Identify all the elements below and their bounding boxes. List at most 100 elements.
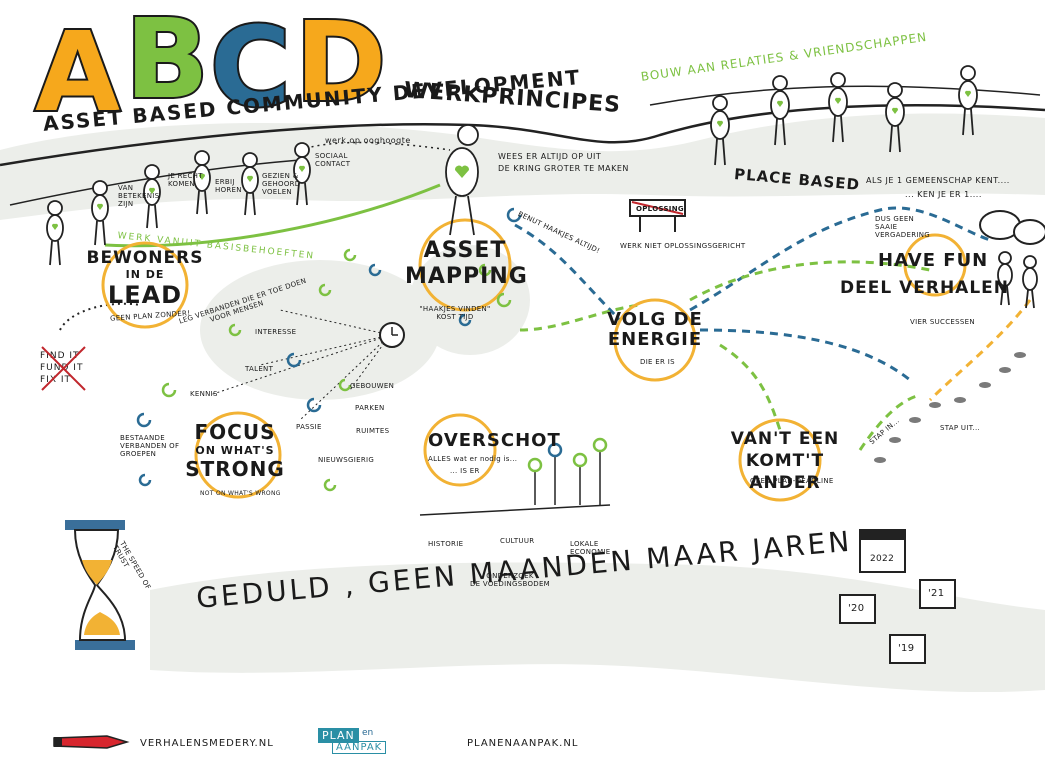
passie-label: PASSIE [296,423,322,431]
footer-site2[interactable]: PLANENAANPAK.NL [467,738,579,749]
letter-b: B [125,5,209,120]
asset-title: ASSET MAPPING [405,238,528,290]
green-dashed-path-4 [858,393,921,451]
year-20: '20 [848,603,865,614]
vier-text: VIER SUCCESSEN [910,318,975,326]
need-betekenis: VAN BETEKENIS ZIJN [118,184,160,208]
bewoners-line1: BEWONERS [86,248,204,268]
logo-en: en [362,728,374,738]
green-dashed-path-2 [689,260,931,302]
need-sociaal: SOCIAAL CONTACT [315,152,351,168]
saaie-text: DUS GEEN SAAIE VERGADERING [875,215,930,239]
asset-sub1: "HAAKJES VINDEN" [419,305,491,313]
vanteen-line2: KOMT'T ANDER [745,451,825,493]
letter-d: D [295,5,386,120]
onderzoek-text: ONDERZOEK DE VOEDINGSBODEM [455,572,565,588]
ruimtes-label: RUIMTES [356,427,390,435]
bottom-grey-band [150,562,1045,693]
circle-focus [194,411,282,499]
focus-line1: FOCUS [194,420,276,444]
circle-asset [418,218,512,312]
circle-fun [903,233,967,297]
kring-text-1: WEES ER ALTIJD OP UIT [498,152,602,161]
asset-sub2: KOST TIJD [436,313,474,321]
blue-dashed-path-3 [699,328,911,382]
overschot-line3: ... IS ER [450,467,480,475]
interesse-label: INTERESSE [255,328,297,336]
volg-title: VOLG DE ENERGIE [595,310,715,350]
abcd-title: A B C D [33,5,388,120]
people-line-right [649,85,1041,106]
speech-bubbles [979,210,1045,245]
need-gezien: GEZIEN & GEHOORD VOELEN [262,172,301,196]
nieuwsgierig-label: NIEUWSGIERIG [318,456,375,464]
find-it: FIND IT [40,351,80,361]
orange-dashed-path [928,299,1032,402]
year-19: '19 [898,643,915,654]
bewoners-line2: IN DE [125,268,165,281]
volg-sub: DIE ER IS [640,358,675,366]
logo-plan: PLAN [318,728,359,743]
focus-line3: STRONG [185,457,285,481]
lokale-label: LOKALE ECONOMIE [570,540,611,556]
oplossing-text: WERK NIET OPLOSSINGSGERICHT [620,242,746,250]
need-recht: JE RECHT KOMEN [168,172,203,188]
vanteen-title: VAN'T EEN KOMT'T ANDER [715,428,855,494]
onderzoek-line1: ONDERZOEK [486,572,534,580]
stap-uit-text: STAP UIT... [940,424,981,432]
fix-it: FIX IT [40,375,72,385]
logo-aanpak: AANPAK [332,741,387,754]
ooghoogte-text: werk op ooghoogte [325,136,411,145]
letter-c: C [210,5,291,120]
onderzoek-line2: DE VOEDINGSBODEM [469,580,551,588]
year-2022: 2022 [870,554,895,564]
footer-site1[interactable]: VERHALENSMEDERY.NL [140,738,274,749]
cultuur-label: CULTUUR [500,537,535,545]
asset-grey-blob [410,245,530,355]
year-cards [839,579,956,664]
fun-line1: HAVE FUN [878,250,989,271]
asset-line1: ASSET [423,238,507,263]
circle-vanteen [738,418,822,502]
vanteen-line1: VAN'T EEN [730,429,840,449]
kring-text-2: DE KRING GROTER TE MAKEN [498,164,629,173]
bewoners-title: BEWONERS IN DE LEAD [85,248,205,309]
blue-dashed-path-1 [514,223,622,322]
als-je-text: ALS JE 1 GEMEENSCHAP KENT.... [866,176,1010,185]
footprints [874,352,1026,463]
historie-label: HISTORIE [428,540,464,548]
circle-overschot [423,413,497,487]
hourglass-icon [65,520,135,650]
circle-volg [613,298,697,382]
ken-je-text: ... KEN JE ER 1.... [905,190,982,199]
plants [419,450,611,516]
bewoners-line3: LEAD [107,281,183,309]
cross-icon [41,346,86,391]
year-21: '21 [928,588,945,599]
oplossing-sign-text: OPLOSSING [636,205,684,213]
green-dashed-path-1 [519,303,641,332]
focus-title: FOCUS ON WHAT'S STRONG [180,420,290,481]
dotted-ooghoogte [299,141,451,151]
volg-line2: ENERGIE [607,329,703,350]
asset-sub: "HAAKJES VINDEN" KOST TIJD [400,305,510,321]
fund-it: FUND IT [40,363,84,373]
volg-line1: VOLG DE [607,309,703,330]
talent-label: TALENT [245,365,274,373]
calendar-icon [859,529,906,573]
letter-a: A [35,8,120,120]
basisbehoeften-line [104,183,441,248]
fun-line2: DEEL VERHALEN [840,278,1010,298]
pencil-logo-icon [53,735,130,749]
need-horen: ERBIJ HOREN [215,178,242,194]
asset-line2: MAPPING [405,264,528,289]
center-grey-blob [200,260,440,400]
overschot-line2: ALLES wat er nodig is... [428,455,518,463]
plan-aanpak-logo: PLAN en AANPAK [318,728,458,754]
bestaande-label: BESTAANDE VERBANDEN OF GROEPEN [120,434,180,458]
overschot-title: OVERSCHOT [428,430,561,451]
circle-bewoners [101,241,189,329]
oplossing-sign [629,199,686,232]
parken-label: PARKEN [355,404,385,412]
